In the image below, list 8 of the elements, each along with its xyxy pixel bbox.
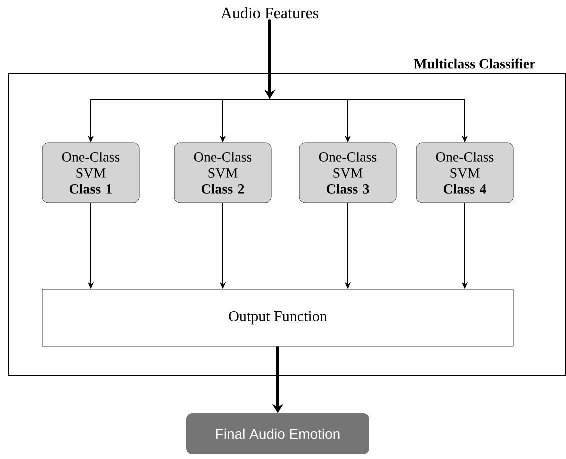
frame-heading: Multiclass Classifier <box>414 58 536 69</box>
output-box: Final Audio Emotion <box>186 414 370 454</box>
classifier-box: One-Class SVM Class 1 <box>42 142 140 204</box>
classifier-box: One-Class SVM Class 3 <box>299 142 397 204</box>
input-label: Audio Features <box>221 7 319 19</box>
classifier-box: One-Class SVM Class 2 <box>174 142 272 204</box>
classifier-box: One-Class SVM Class 4 <box>416 142 514 204</box>
process-box: Output Function <box>42 289 514 347</box>
